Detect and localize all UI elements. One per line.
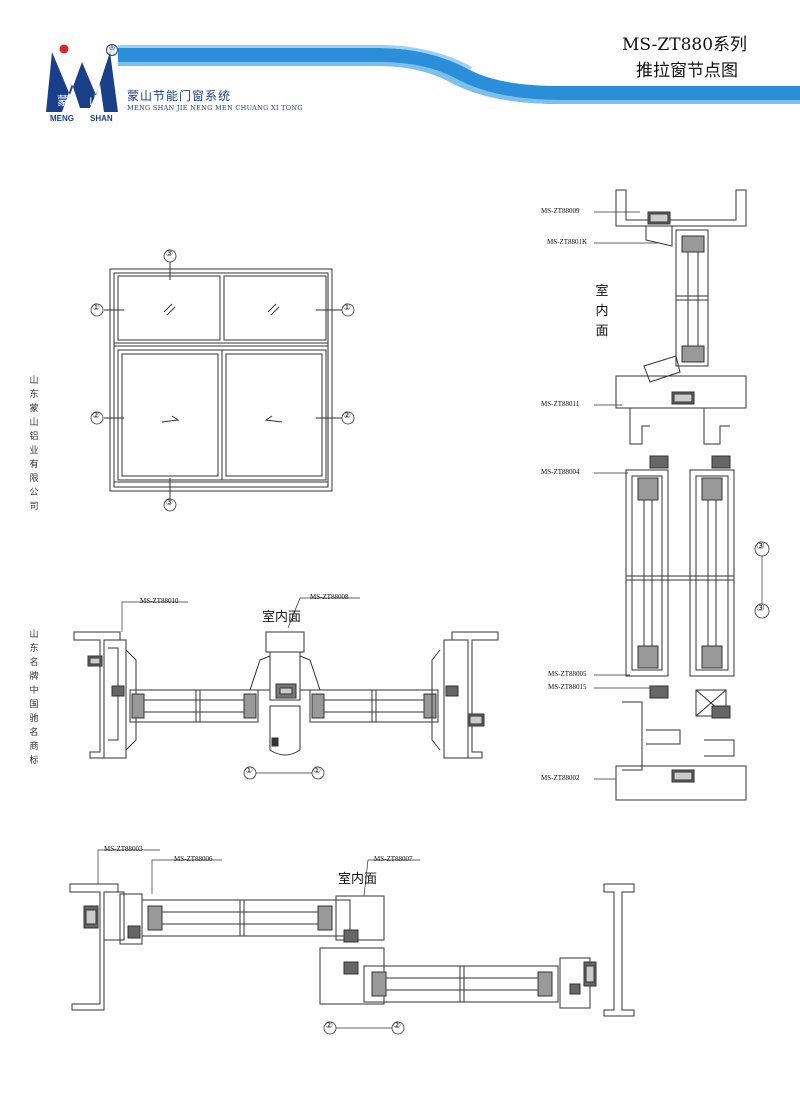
section-3-label-glazing-bead: MS-ZT8801K: [547, 238, 588, 246]
section-2-label-sash: MS-ZT88006: [174, 855, 213, 863]
section-3-markers: [754, 541, 770, 619]
section-3-label-transom: MS-ZT88011: [541, 400, 580, 408]
elevation-marker-bottom: ③: [165, 498, 174, 508]
elevation-marker-right-1: ①: [343, 303, 352, 313]
section-2-label-connector: MS-ZT88007: [374, 855, 413, 863]
window-elevation: [104, 262, 342, 499]
company-name: 蒙山节能门窗系统: [127, 89, 232, 103]
section-1-1: [73, 631, 499, 759]
section-3-label-spacer: MS-ZT88015: [548, 683, 587, 691]
section-1-marker-left: ①: [245, 766, 254, 776]
section-2-marker-right: ②: [393, 1021, 402, 1031]
header-swoosh: [118, 45, 800, 104]
section-3-label-top-frame: MS-ZT88009: [541, 207, 580, 215]
section-1-label-frame: MS-ZT88010: [140, 597, 179, 605]
logo-word-shan: SHAN: [90, 114, 113, 123]
section-2-markers: [323, 1021, 405, 1035]
elevation-marker-left-2: ②: [92, 411, 101, 421]
section-3-label-sash-top: MS-ZT88004: [541, 468, 580, 476]
elevation-marker-left-1: ①: [92, 303, 101, 313]
section-1-markers: [243, 766, 325, 780]
section-2-2: [69, 883, 635, 1017]
section-1-indoor-label: 室内面: [262, 610, 302, 625]
logo-char-meng: 蒙: [57, 94, 70, 108]
logo-word-meng: MENG: [50, 114, 74, 123]
section-1-marker-right: ①: [313, 766, 322, 776]
section-3-3: [615, 189, 747, 801]
brand-logo: [46, 44, 118, 112]
registered-mark: ®: [108, 43, 116, 52]
section-1-leaders: [121, 597, 360, 774]
section-3-marker-top: ③: [756, 541, 765, 552]
side-award-text: 山东名牌 中国驰名商标: [29, 630, 45, 766]
section-3-label-bottom-frame: MS-ZT88002: [541, 774, 580, 782]
logo-char-shan: 山: [89, 94, 102, 108]
section-2-label-frame: MS-ZT88003: [104, 845, 143, 853]
page-title: MS-ZT880系列: [622, 35, 748, 55]
section-3-label-sash-bottom: MS-ZT88005: [548, 670, 587, 678]
elevation-markers: [90, 249, 355, 512]
elevation-marker-right-2: ②: [343, 411, 352, 421]
section-2-marker-left: ②: [325, 1021, 334, 1031]
section-3-indoor-label: 室内面: [595, 284, 609, 339]
section-3-marker-bottom: ③: [756, 603, 765, 614]
company-pinyin: MENG SHAN JIE NENG MEN CHUANG XI TONG: [127, 104, 303, 112]
section-1-label-interlock: MS-ZT88008: [310, 593, 349, 601]
elevation-marker-top: ③: [165, 249, 174, 259]
page-subtitle: 推拉窗节点图: [636, 61, 738, 81]
section-3-leaders: [594, 211, 763, 780]
side-company-text: 山东蒙山铝业有限公司: [29, 376, 39, 512]
section-2-indoor-label: 室内面: [338, 872, 378, 887]
section-2-leaders: [97, 849, 420, 1029]
